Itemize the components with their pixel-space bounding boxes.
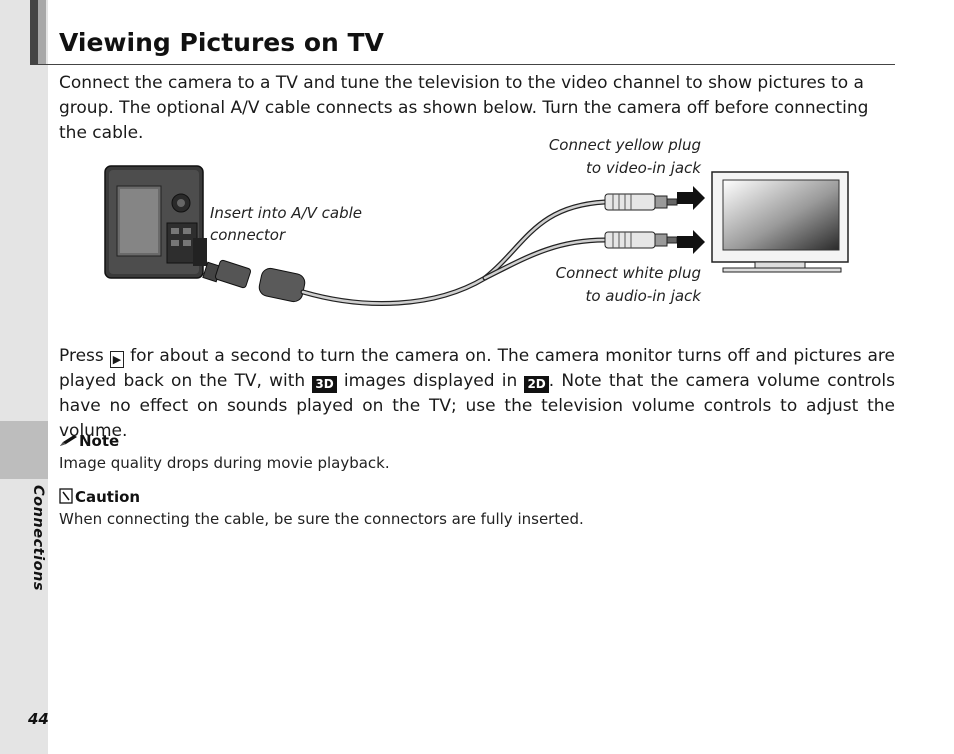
- caution-text: When connecting the cable, be sure the c…: [59, 510, 584, 528]
- playback-paragraph: Press ▶ for about a second to turn the c…: [59, 344, 895, 444]
- badge-3d: 3D: [312, 376, 337, 393]
- pencil-icon: [60, 435, 77, 446]
- playback-text-4: . Note that the camera volume controls h…: [59, 371, 895, 441]
- note-label: Note: [79, 432, 120, 450]
- playback-text-1: Press: [59, 346, 110, 366]
- caption-insert-line1: Insert into A/V cable: [210, 204, 362, 222]
- connection-diagram: Insert into A/V cable connector Connect …: [104, 136, 849, 306]
- caption-yellow-line2: to video-in jack: [586, 159, 702, 177]
- intro-paragraph: Connect the camera to a TV and tune the …: [59, 73, 869, 143]
- arrow-right-icon: [677, 230, 705, 254]
- caption-insert-line2: connector: [210, 226, 286, 244]
- caution-icon: [59, 488, 73, 504]
- play-button-icon: ▶: [109, 351, 125, 368]
- playback-text-2: for about a second to turn the camera on…: [59, 346, 895, 391]
- playback-text-3: images displayed in: [336, 371, 525, 391]
- note-heading: Note: [59, 431, 119, 451]
- caution-heading: Caution: [59, 487, 140, 507]
- title-accent-bar: [30, 0, 38, 64]
- page-number: 44: [28, 710, 49, 728]
- page-title: Viewing Pictures on TV: [59, 28, 384, 57]
- note-text: Image quality drops during movie playbac…: [59, 454, 390, 472]
- yellow-plug: [604, 193, 678, 211]
- caption-white-line2: to audio-in jack: [585, 287, 702, 305]
- title-rule: [30, 64, 895, 65]
- section-tab-marker: [0, 421, 48, 479]
- camera-illustration: [104, 165, 207, 279]
- caution-label: Caution: [75, 488, 141, 506]
- av-cable-connector: [202, 259, 306, 303]
- white-plug: [604, 231, 678, 249]
- caption-yellow-line1: Connect yellow plug: [549, 136, 701, 154]
- television-illustration: [711, 171, 849, 273]
- caption-white-line1: Connect white plug: [556, 264, 701, 282]
- side-strip: [0, 0, 48, 754]
- section-label: Connections: [30, 485, 46, 591]
- title-accent-bar-light: [38, 0, 46, 64]
- arrow-right-icon: [677, 186, 705, 210]
- badge-2d: 2D: [524, 376, 549, 393]
